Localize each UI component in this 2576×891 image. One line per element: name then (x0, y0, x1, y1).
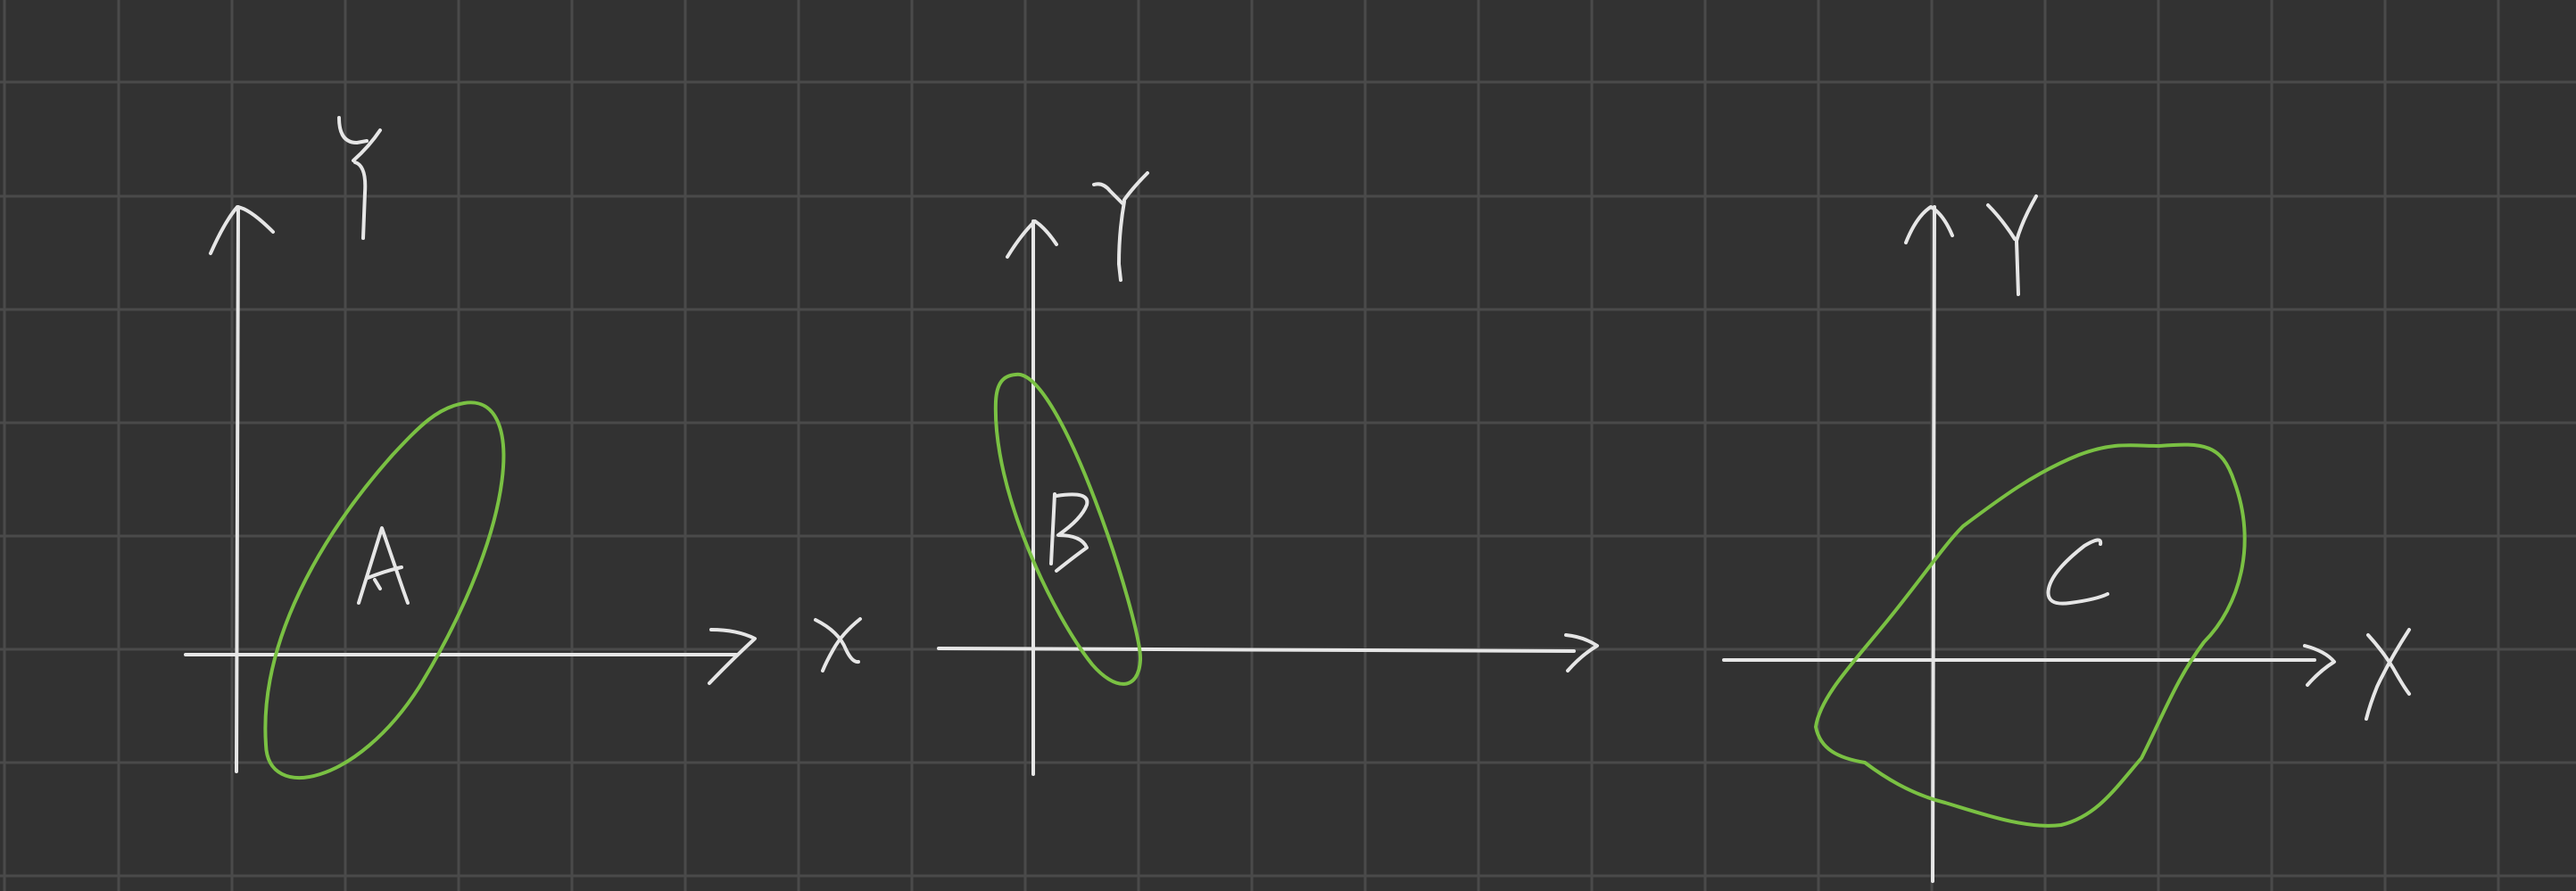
panel-b: B Y (937, 171, 1599, 776)
panel-a-x-label: x (834, 636, 841, 650)
panel-c: C Y X (1722, 194, 2411, 883)
panel-c-y-label: Y (2017, 239, 2026, 253)
panel-a-x-arrowhead-icon (708, 628, 757, 685)
panel-a-y-label: y (352, 159, 360, 173)
panel-c-region-label-glyph (2046, 538, 2109, 606)
panel-c-x-arrowhead-icon (2303, 644, 2336, 687)
panel-b-region-label-glyph (1049, 492, 1089, 573)
panel-c-y-axis[interactable] (1931, 205, 1936, 883)
panel-a-region-label: A (375, 560, 384, 574)
panel-b-region-label: B (1066, 524, 1075, 539)
panel-a-region-label-glyph (357, 526, 410, 605)
panel-b-y-label: Y (1120, 203, 1129, 218)
panel-c-region-label: C (2070, 569, 2079, 583)
panel-b-region-b[interactable] (993, 372, 1143, 686)
panel-a-region-a[interactable] (263, 400, 506, 780)
panel-b-y-arrowhead-icon (1006, 219, 1058, 259)
panel-b-x-arrowhead-icon (1564, 633, 1599, 672)
panel-c-x-label: X (2384, 667, 2393, 681)
panel-a-y-arrowhead-icon (209, 205, 275, 255)
panel-b-x-axis[interactable] (937, 647, 1576, 653)
panel-c-y-arrowhead-icon (1904, 205, 1954, 244)
panel-a-x-label-glyph (814, 617, 862, 672)
panel-b-y-label-glyph (1092, 171, 1149, 282)
panel-a-y-axis[interactable] (235, 205, 240, 773)
panel-c-x-label-glyph (2365, 628, 2411, 721)
panel-a-y-label-glyph (337, 116, 382, 240)
panel-c-y-label-glyph (1986, 194, 2038, 296)
panel-c-region-c[interactable] (1814, 442, 2247, 828)
panel-a: A y x (184, 116, 862, 780)
